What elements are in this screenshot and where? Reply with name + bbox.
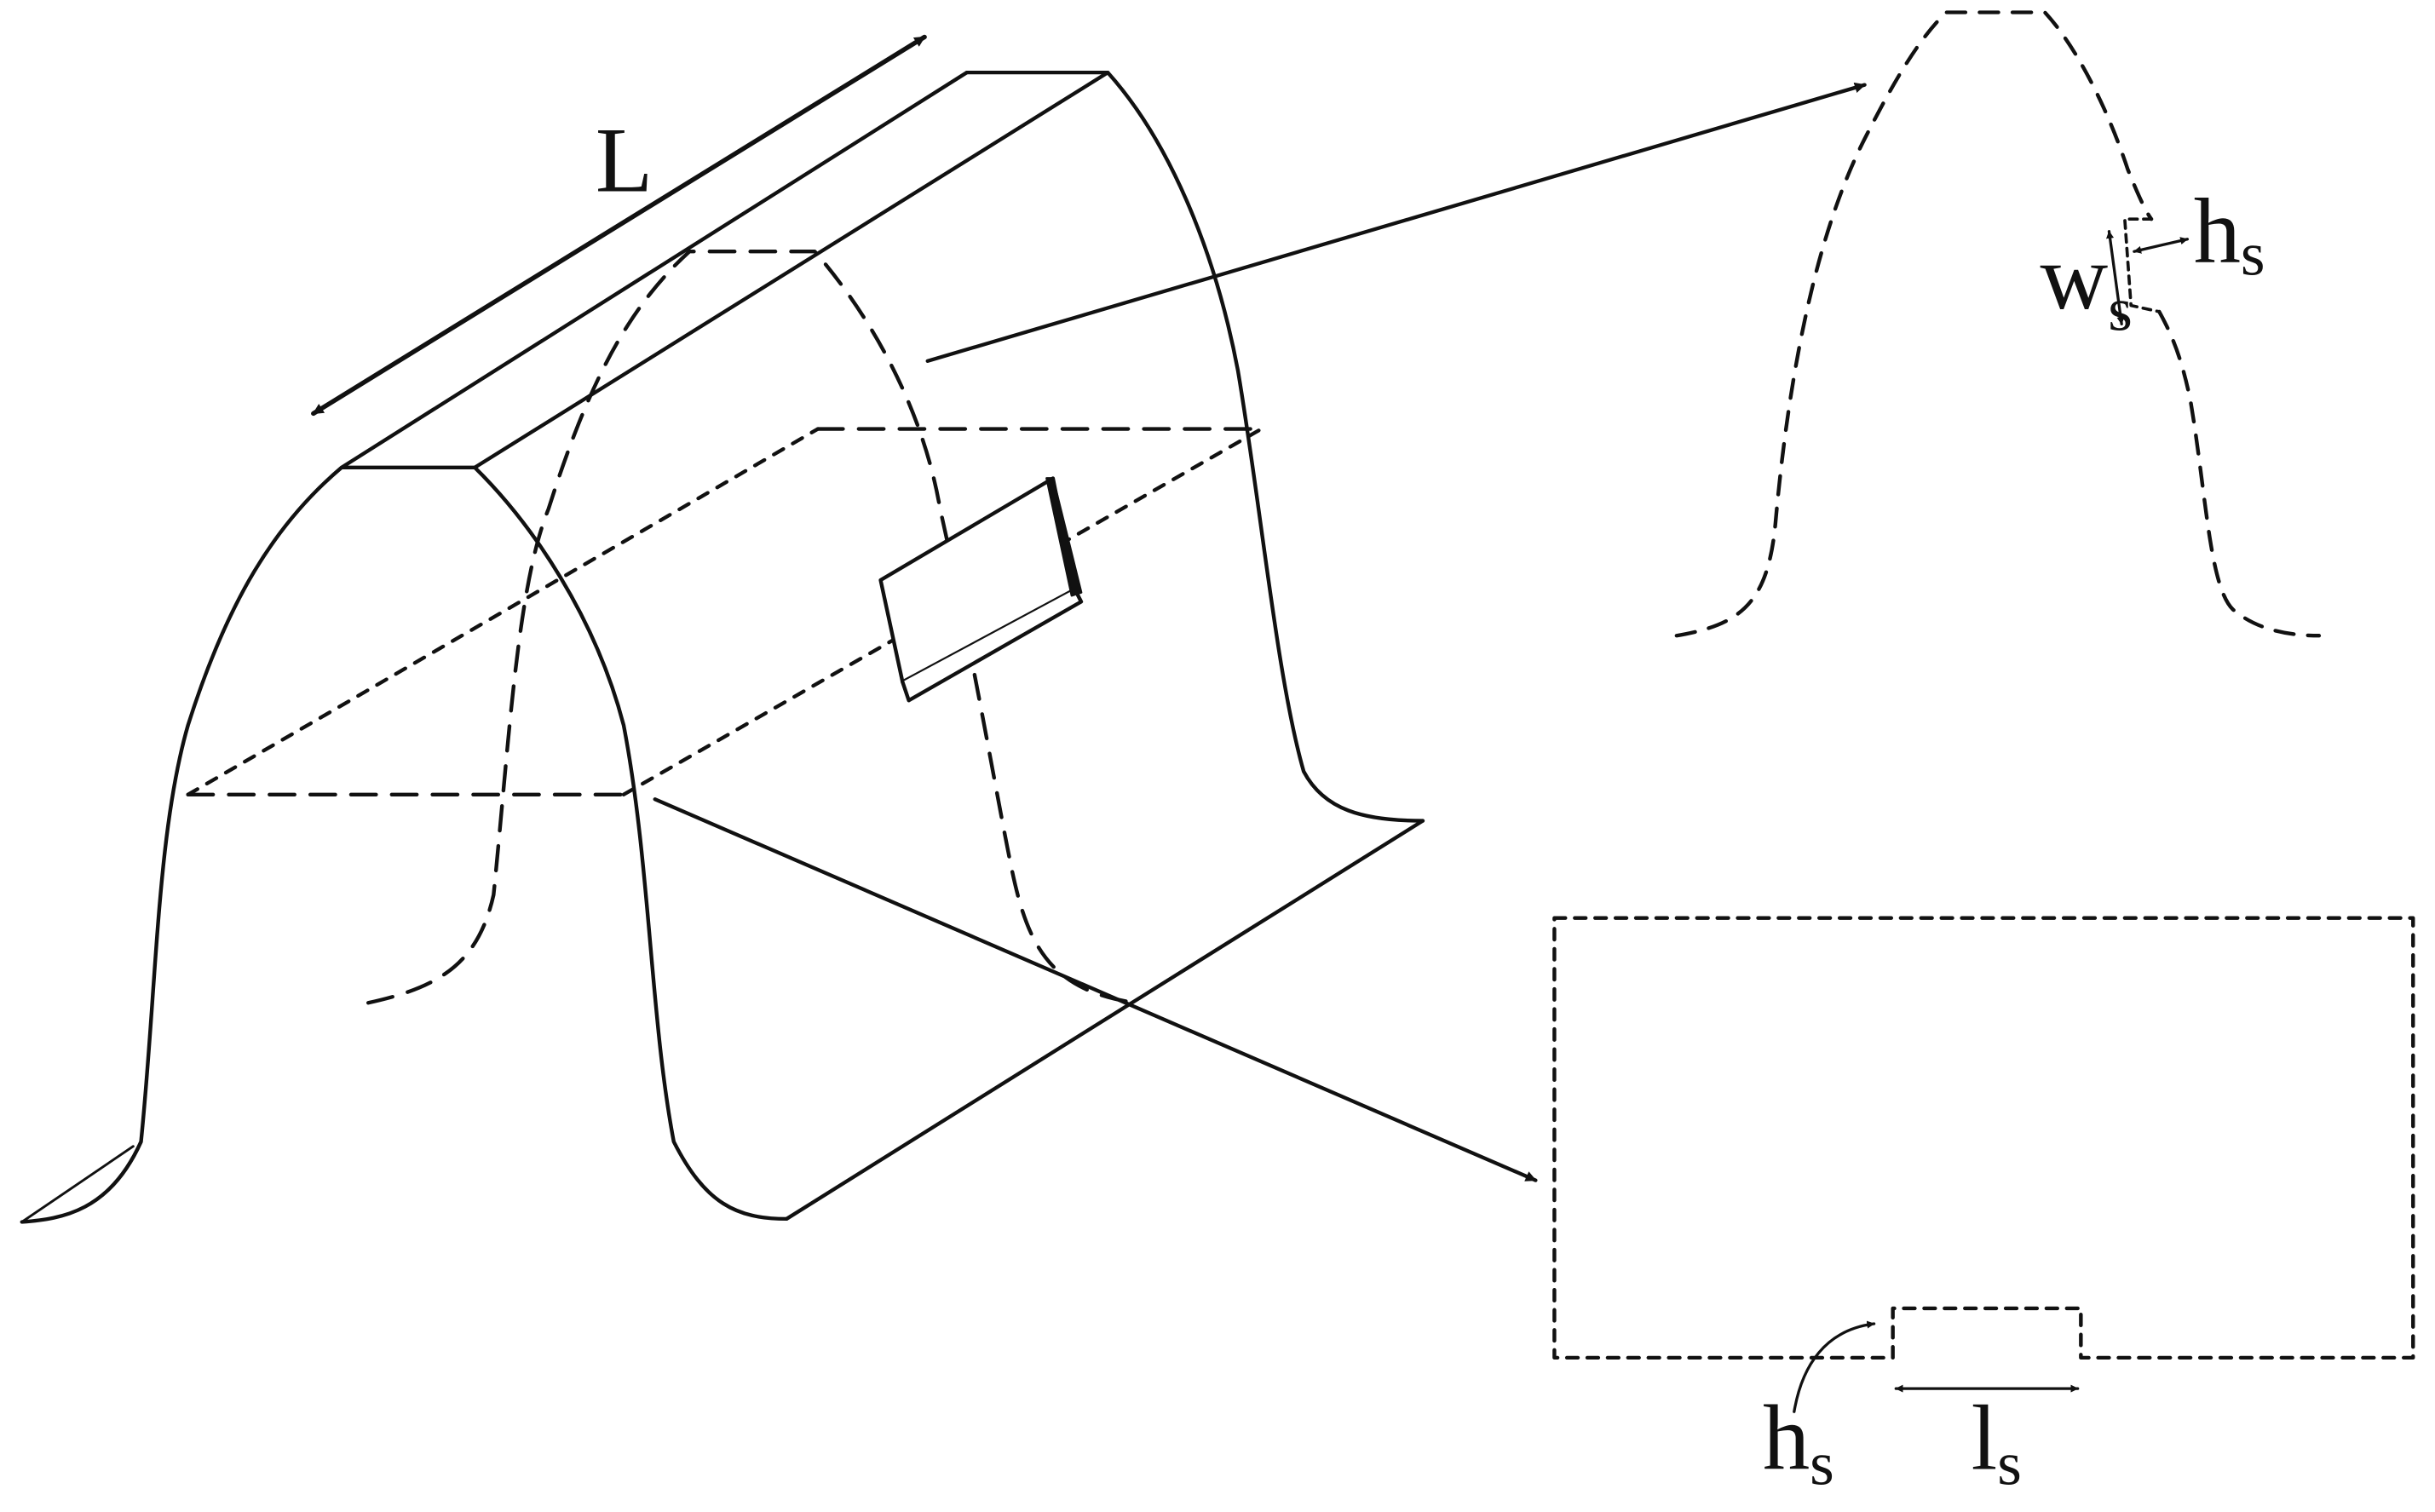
leader-arrow-to-section (653, 797, 1538, 1182)
mid-section-profile (366, 250, 1138, 1005)
hs-label-profile: hs (2194, 180, 2265, 289)
hs-leader-curve (1793, 1320, 1876, 1413)
tooth-top-edge-left (339, 70, 969, 469)
tooth-back-face (964, 70, 1425, 823)
profile-detail-outline (1674, 10, 2154, 638)
profile-detail-lower (2157, 309, 2322, 638)
hs-label-section: hs (1763, 1386, 1834, 1498)
ws-arrow (2105, 230, 2125, 325)
tooth-base-foot (20, 1145, 135, 1223)
tooth-bottom-edge (785, 819, 1425, 1222)
ws-label: ws (2041, 226, 2133, 343)
tooth-front-face (20, 465, 789, 1224)
cross-section-diagonal-right (621, 427, 1264, 796)
length-dimension-arrow (311, 34, 927, 417)
leader-arrow-to-profile (925, 82, 1867, 364)
ls-label: ls (1972, 1386, 2022, 1498)
section-detail-outline (1552, 916, 2415, 1360)
hs-arrow-profile (2133, 237, 2190, 254)
cross-section-diagonal-left (186, 427, 820, 796)
length-label: L (596, 108, 653, 211)
tooth-top-edge-right (473, 70, 1110, 469)
spall-defect (878, 476, 1084, 703)
profile-notch (2123, 217, 2162, 313)
